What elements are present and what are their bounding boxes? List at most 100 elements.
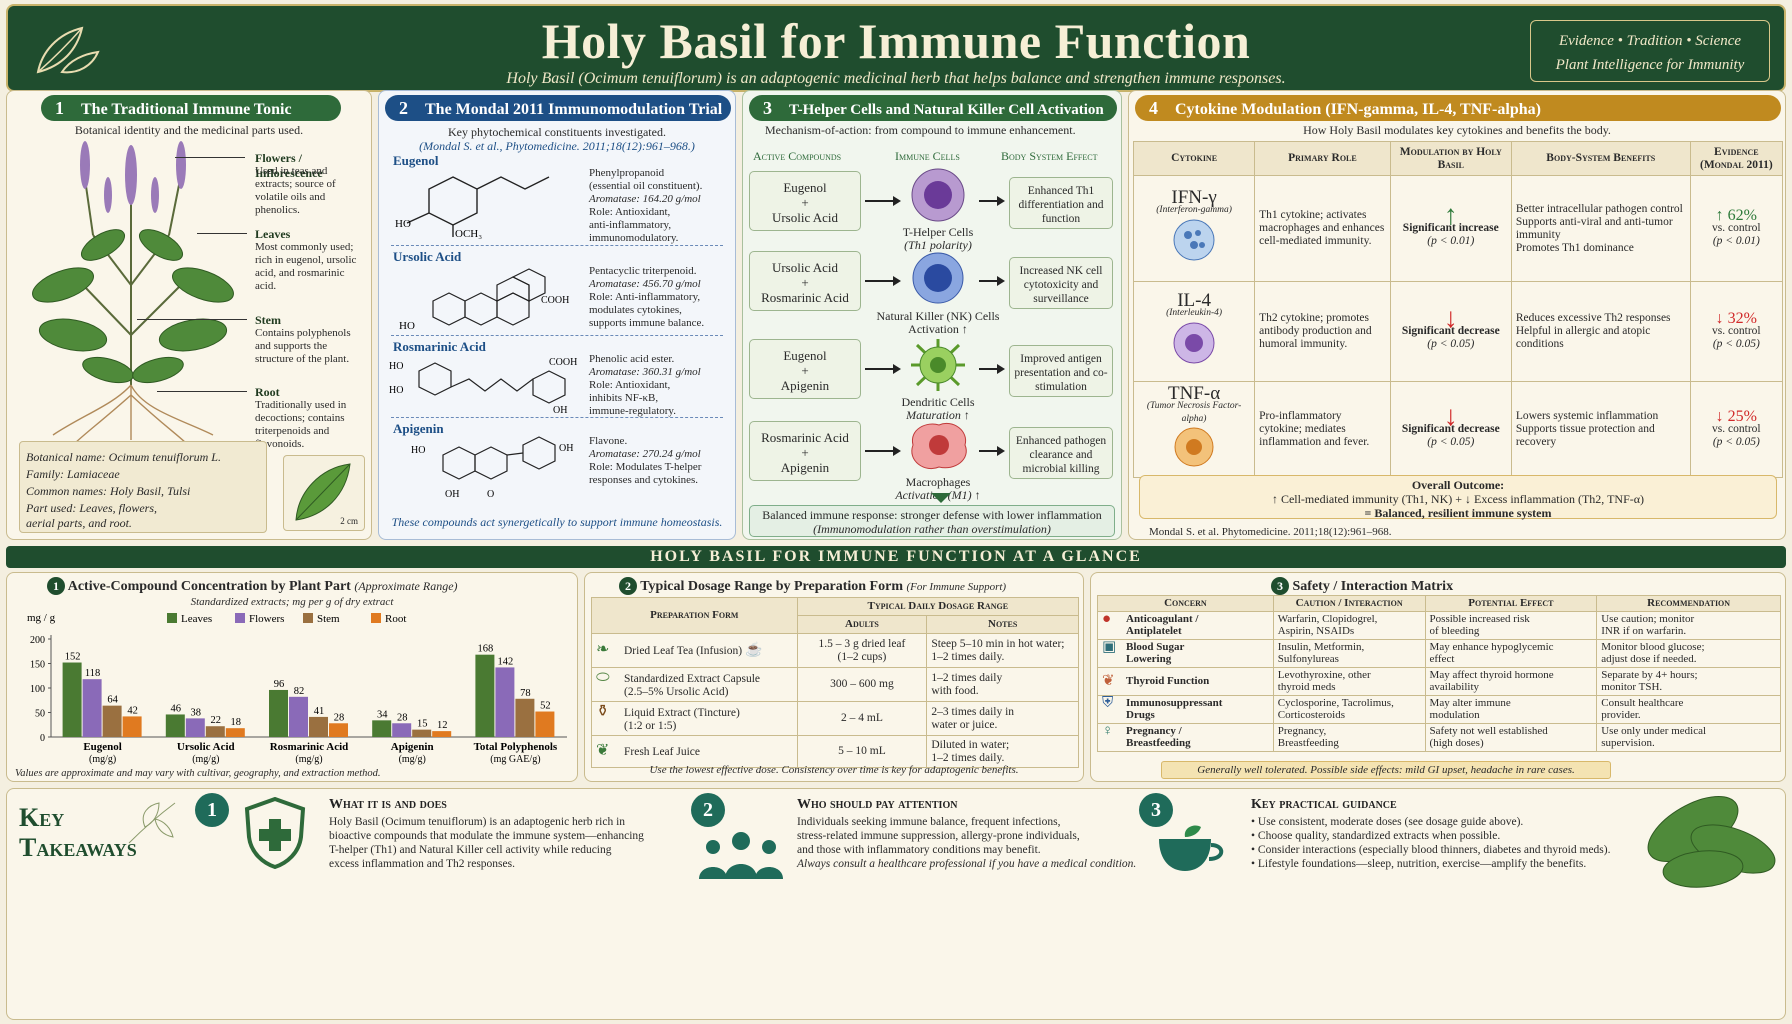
divider: [391, 417, 723, 418]
legend-swatch: [235, 613, 245, 623]
takeaway-body: Individuals seeking immune balance, freq…: [797, 816, 1137, 870]
primary-role: Th2 cytokine; promotes antibody producti…: [1254, 281, 1391, 382]
botanical-name: Botanical name: Ocimum tenuiflorum L.: [26, 450, 221, 464]
nk-cell-icon: [912, 252, 964, 304]
section-footer: These compounds act synergetically to su…: [391, 515, 723, 529]
bar-value-label: 28: [334, 712, 345, 723]
chart-title: 1 Active-Compound Concentration by Plant…: [47, 577, 458, 595]
table-header: Primary Role: [1254, 141, 1391, 176]
section-intro: Botanical identity and the medicinal par…: [74, 123, 304, 137]
dosage-footer: Use the lowest effective dose. Consisten…: [649, 764, 1019, 776]
bar-value-label: 64: [107, 695, 118, 706]
divider: [391, 245, 723, 246]
capsule-icon: ⬭: [596, 668, 610, 686]
arrow-icon: [865, 364, 901, 374]
bar-value-label: 41: [314, 706, 325, 717]
x-tick-label: Eugenol: [83, 741, 122, 753]
summary-line: Balanced immune response: stronger defen…: [762, 508, 1102, 522]
people-group-icon: [699, 832, 783, 879]
effect-box: Enhanced pathogen clearance and microbia…: [1009, 427, 1113, 479]
tea-cup-icon: [1159, 825, 1224, 871]
bar: [185, 718, 205, 737]
svg-text:O: O: [487, 489, 494, 500]
arrow-icon: [865, 446, 901, 456]
leaf-icon: [295, 463, 351, 521]
cell-sublabel: Maturation ↑: [906, 408, 970, 422]
bar-value-label: 142: [498, 656, 514, 667]
primary-role: Pro-inflammatory cytokine; mediates infl…: [1254, 381, 1391, 478]
y-tick-label: 0: [40, 733, 45, 744]
part-label-leaves: Leaves: [255, 227, 291, 241]
bar: [289, 696, 308, 737]
effect-box: Increased NK cell cytotoxicity and surve…: [1009, 257, 1113, 309]
section-intro: Key phytochemical constituents investiga…: [448, 125, 666, 139]
table-header: Adults: [796, 615, 928, 634]
takeaway-number: 3: [1139, 793, 1173, 827]
column-header: Body System Effect: [1001, 149, 1098, 163]
svg-text:OH: OH: [445, 489, 459, 500]
table-row: IL-4(Interleukin-4) Th2 cytokine; promot…: [1132, 281, 1784, 382]
part-label-flowers: Flowers / Inflorescence: [255, 151, 323, 180]
bar: [205, 726, 225, 737]
compound-desc: Pentacyclic triterpenoid.Aromatase: 456.…: [589, 265, 705, 329]
table-header: Potential Effect: [1424, 595, 1598, 612]
table-header: Caution / Interaction: [1272, 595, 1426, 612]
svg-text:HO: HO: [395, 218, 411, 230]
bar: [309, 716, 328, 737]
callout-line: [157, 391, 247, 392]
table-header: Recommendation: [1596, 595, 1781, 612]
legend-label: Stem: [317, 613, 340, 625]
header-banner: Holy Basil for Immune Function Holy Basi…: [6, 4, 1786, 92]
bar: [372, 720, 392, 737]
safety-note: Generally well tolerated. Possible side …: [1161, 761, 1611, 779]
table-row: ❦Fresh Leaf Juice 5 – 10 mL Diluted in w…: [591, 735, 1079, 768]
y-tick-label: 100: [30, 684, 45, 695]
bar-value-label: 12: [437, 720, 448, 731]
family-name: Family: Lamiaceae: [26, 467, 120, 481]
table-row: ♀Pregnancy /Breastfeeding Pregnancy,Brea…: [1097, 722, 1781, 752]
chart-subtitle: Standardized extracts; mg per g of dry e…: [190, 596, 394, 608]
down-arrow-icon: ↓: [1443, 401, 1458, 432]
part-desc: Used in teas and extracts; source of vol…: [255, 165, 336, 216]
bar-value-label: 38: [191, 707, 202, 718]
cell-label: Dendritic Cells: [901, 395, 975, 409]
tnf-alpha-icon: [1174, 427, 1214, 467]
medical-shield-icon: [244, 797, 306, 869]
svg-text:OH: OH: [559, 443, 573, 454]
arrow-icon: [865, 276, 901, 286]
part-label-root: Root: [255, 385, 280, 399]
bar: [329, 723, 348, 737]
cytokine-name: IL-4: [1177, 289, 1211, 311]
badge-line: Plant Intelligence for Immunity: [1555, 57, 1745, 73]
legend-swatch: [371, 613, 381, 623]
x-tick-unit: (mg/g): [89, 754, 116, 765]
basil-leaves-icon: [1647, 795, 1776, 888]
bar-value-label: 28: [397, 712, 408, 723]
takeaway-title: Who should pay attention: [797, 797, 958, 812]
summary-line: (Immunomodulation rather than overstimul…: [813, 522, 1051, 536]
compound-desc: Phenylpropanoid(essential oil constituen…: [589, 167, 703, 244]
takeaway-title: Key practical guidance: [1251, 797, 1397, 812]
svg-text:HO: HO: [389, 361, 403, 372]
takeaway-number: 1: [195, 793, 229, 827]
tincture-bottle-icon: ⚱: [596, 702, 610, 720]
table-header: Cytokine: [1132, 141, 1256, 176]
part-desc: Most commonly used; rich in eugenol, urs…: [255, 241, 357, 292]
dendritic-cell-icon: [911, 339, 965, 391]
takeaway-title: What it is and does: [329, 797, 447, 812]
part-used: Part used: Leaves, flowers,: [26, 501, 157, 515]
x-tick-unit: (mg GAE/g): [490, 754, 540, 765]
table-row: IFN-γ(Interferon-gamma) Th1 cytokine; ac…: [1132, 175, 1784, 282]
compound-desc: Phenolic acid ester.Aromatase: 360.31 g/…: [589, 353, 701, 417]
section-dosage: 2 Typical Dosage Range by Preparation Fo…: [584, 572, 1084, 782]
badge-line: Evidence • Tradition • Science: [1558, 33, 1742, 49]
